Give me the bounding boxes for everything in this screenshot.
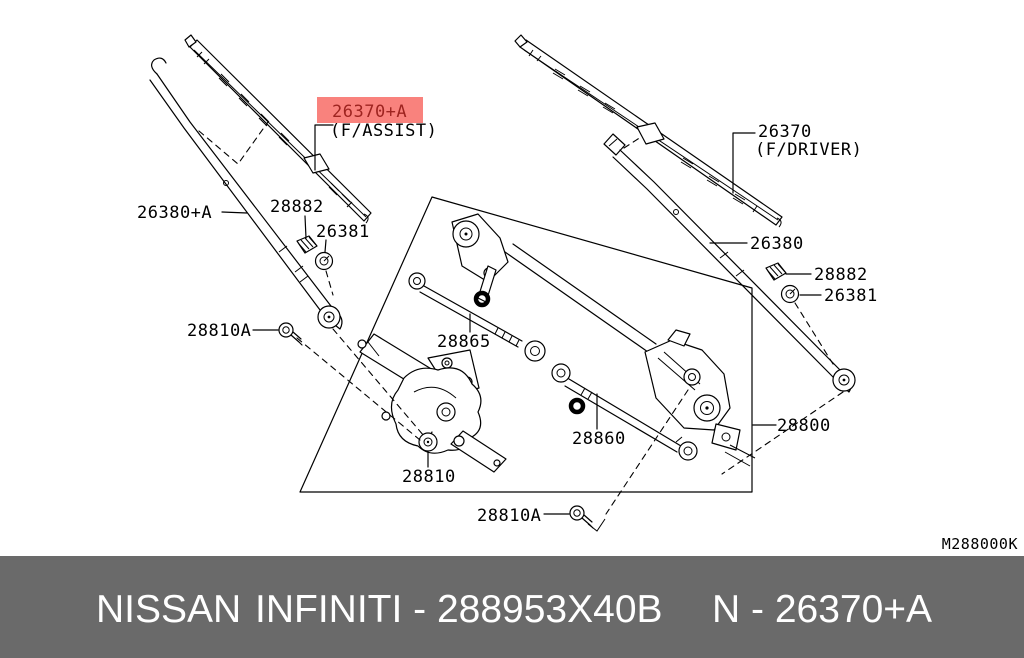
label-assist-blade-note: (F/ASSIST) <box>330 121 437 141</box>
label-bolt-left[interactable]: 28810A <box>187 321 251 341</box>
assist-blade-drawing <box>184 34 372 224</box>
banner-reference-number: N - 26370+A <box>712 588 932 631</box>
driver-blade-drawing <box>514 34 783 228</box>
banner: NISSAN INFINITI - 288953X40B N - 26370+A <box>0 556 1024 658</box>
label-assist-blade[interactable]: 26370+A <box>332 102 407 122</box>
diagram-code-watermark: M288000K <box>942 535 1018 553</box>
label-driver-blade-note: (F/DRIVER) <box>755 140 862 160</box>
highlight-selected-part <box>317 97 423 123</box>
bolt-left-icon <box>278 322 303 346</box>
banner-background <box>0 556 1024 658</box>
label-driver-blade[interactable]: 26370 <box>758 122 812 142</box>
left-pivot-assembly-drawing <box>451 213 657 353</box>
projection-dashed-lines <box>198 121 844 532</box>
cap-left-icon <box>314 251 334 271</box>
link-rod-1-drawing <box>408 272 546 362</box>
assist-arm-drawing <box>149 57 343 330</box>
nut-right-icon <box>765 262 787 281</box>
leader-lines <box>221 124 822 515</box>
label-linkage-assembly[interactable]: 28800 <box>777 416 831 436</box>
label-motor[interactable]: 28810 <box>402 467 456 487</box>
label-driver-arm[interactable]: 26380 <box>750 234 804 254</box>
label-nut-left[interactable]: 28882 <box>270 197 324 217</box>
link-rod-2-drawing <box>551 363 698 461</box>
label-bolt-bottom[interactable]: 28810A <box>477 506 541 526</box>
banner-brand-nissan: NISSAN <box>96 588 241 631</box>
label-cap-left[interactable]: 26381 <box>316 222 370 242</box>
banner-brand-part-number: INFINITI - 288953X40B <box>255 588 663 631</box>
driver-arm-drawing <box>603 133 856 393</box>
label-cap-right[interactable]: 26381 <box>824 286 878 306</box>
linkage-frame-outline <box>299 196 753 493</box>
cap-right-icon <box>780 284 800 304</box>
label-link-rod-1[interactable]: 28865 <box>437 332 491 352</box>
label-nut-right[interactable]: 28882 <box>814 265 868 285</box>
label-assist-arm[interactable]: 26380+A <box>137 203 212 223</box>
motor-drawing <box>357 333 507 473</box>
nut-left-icon <box>296 235 318 254</box>
label-link-rod-2[interactable]: 28860 <box>572 429 626 449</box>
right-pivot-assembly-drawing <box>644 329 756 467</box>
